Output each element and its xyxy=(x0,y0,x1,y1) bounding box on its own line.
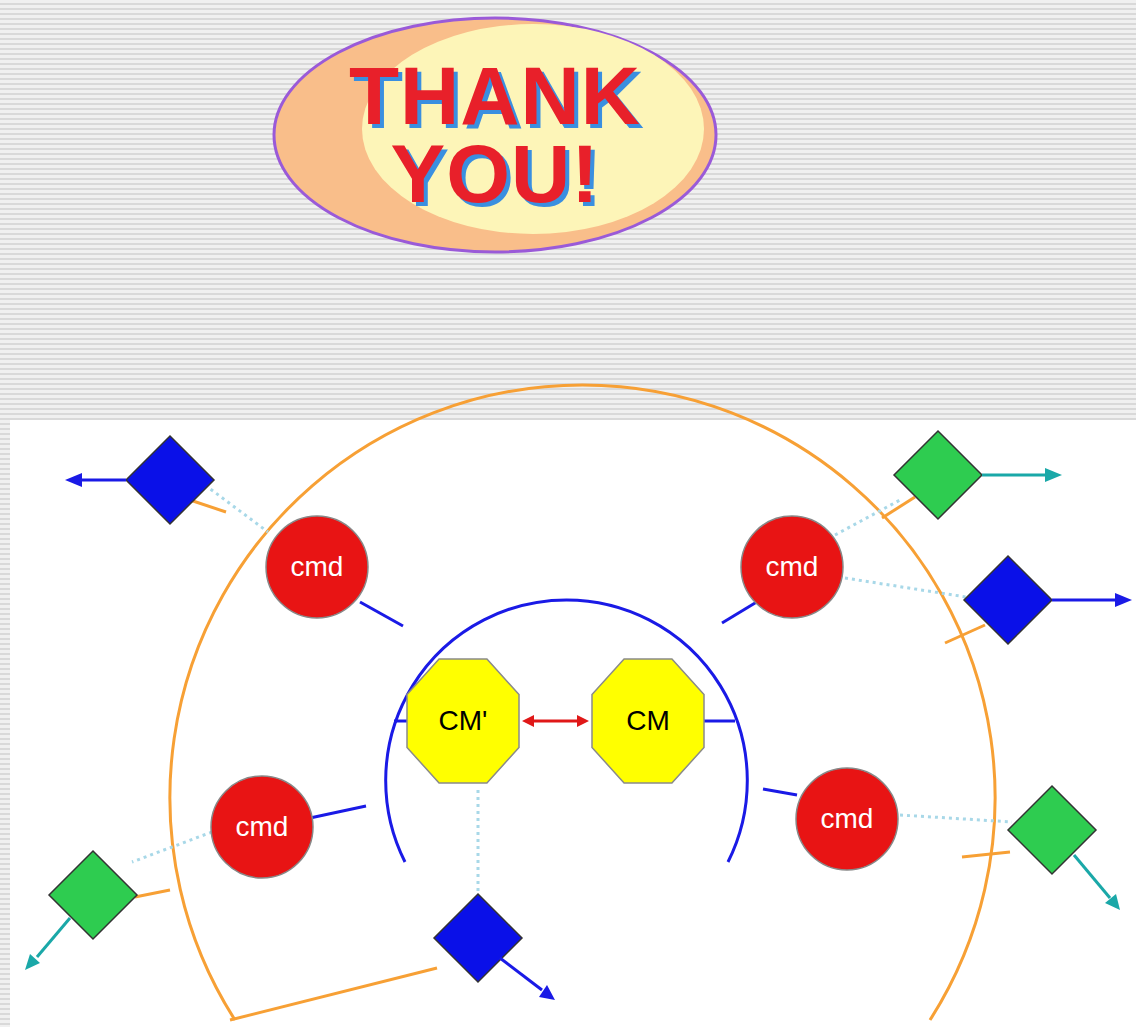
node-label: cmd xyxy=(236,811,289,843)
arrow-head xyxy=(522,715,534,727)
outer-arc xyxy=(170,385,995,1020)
cmd-circle: cmd xyxy=(210,775,314,879)
thank-you-badge: THANK YOU! xyxy=(272,16,718,254)
circle-fill xyxy=(211,776,313,878)
node-label: CM' xyxy=(439,705,488,737)
node-label: cmd xyxy=(821,803,874,835)
connector-line xyxy=(532,720,579,723)
inner-stubs xyxy=(310,600,797,818)
node-label: CM xyxy=(626,705,670,737)
arrow-head xyxy=(577,715,589,727)
dotted-links xyxy=(132,485,1012,892)
cm-octagon: CM' xyxy=(406,658,520,784)
white-panel xyxy=(10,420,1136,1027)
double-arrow xyxy=(522,715,589,727)
node-label: THANK YOU! xyxy=(330,57,660,213)
cmd-circle: cmd xyxy=(740,515,844,619)
cmd-circle: cmd xyxy=(265,515,369,619)
inner-arc xyxy=(386,600,748,862)
circle-fill xyxy=(796,768,898,870)
node-label: cmd xyxy=(291,551,344,583)
diamond-arrows xyxy=(25,468,1132,1000)
octagon-fill xyxy=(407,659,519,783)
badge-outer xyxy=(274,18,716,252)
circle-fill xyxy=(266,516,368,618)
circle-fill xyxy=(741,516,843,618)
cm-octagon: CM xyxy=(591,658,705,784)
octagon-fill xyxy=(592,659,704,783)
cmd-circle: cmd xyxy=(795,767,899,871)
diamonds xyxy=(49,431,1096,982)
node-label: cmd xyxy=(766,551,819,583)
outer-stubs xyxy=(135,497,1010,1020)
